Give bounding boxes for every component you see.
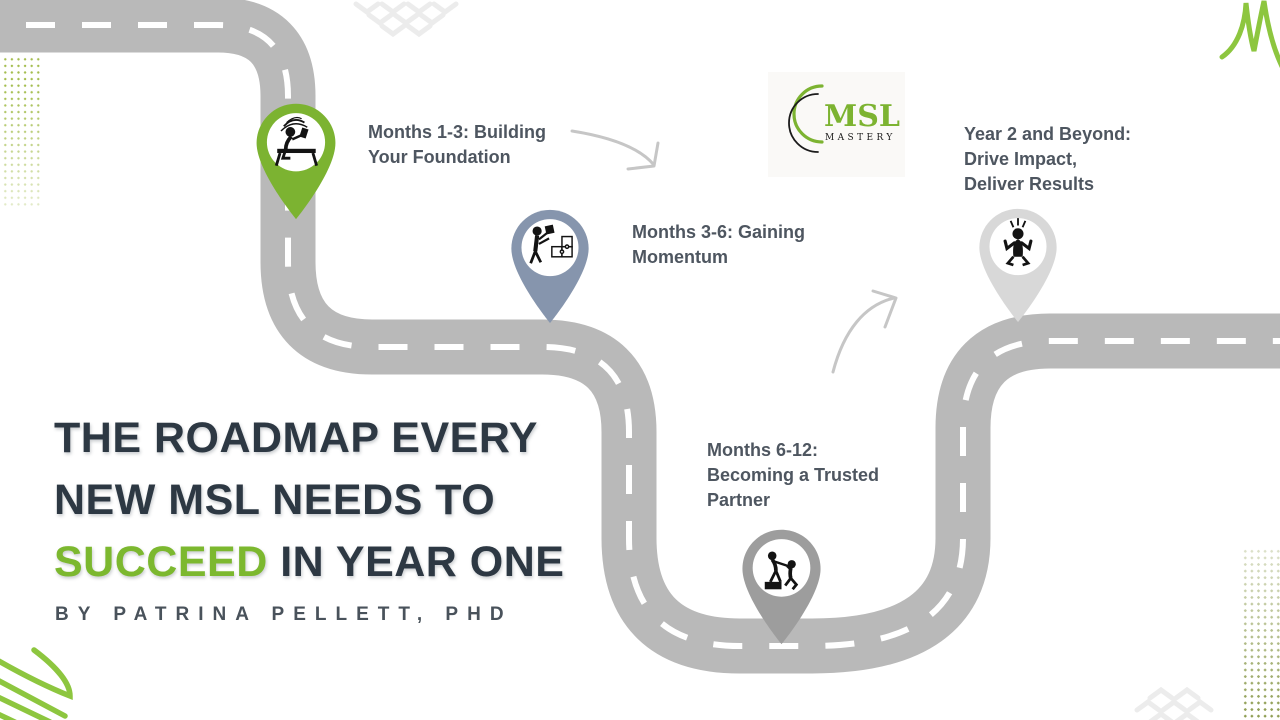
- page-title: THE ROADMAP EVERY NEW MSL NEEDS TO SUCCE…: [54, 407, 564, 593]
- milestone-pin-months-3-6: [504, 206, 596, 326]
- puzzle-icon: [529, 224, 573, 264]
- milestone-pin-year-2: [972, 205, 1064, 325]
- celebration-icon: [1003, 218, 1033, 267]
- milestone-pin-months-1-3: [249, 100, 343, 222]
- milestone-label-months-6-12: Months 6-12: Becoming a Trusted Partner: [707, 440, 880, 510]
- byline: BY PATRINA PELLETT, PHD: [55, 604, 513, 625]
- milestone-label-months-1-3: Months 1-3: Building Your Foundation: [368, 122, 546, 167]
- logo-arc-green: [792, 84, 824, 144]
- title-line-1: THE ROADMAP EVERY: [54, 414, 538, 462]
- title-line-3-rest: IN YEAR ONE: [280, 538, 565, 586]
- milestone-pin-months-6-12: [735, 526, 828, 647]
- road-center-line: [0, 22, 1280, 649]
- pin-inner-circle: [266, 113, 326, 172]
- helping-hand-icon: [764, 551, 799, 591]
- dot-grid-decoration-left: [2, 56, 41, 206]
- milestone-label-year-2: Year 2 and Beyond: Drive Impact, Deliver…: [964, 124, 1132, 194]
- logo-title: MSL: [824, 99, 900, 134]
- title-line-3: SUCCEED IN YEAR ONE: [54, 531, 564, 593]
- dot-grid-decoration-bottom-right: [1242, 548, 1280, 720]
- msl-mastery-logo: MSL MASTERY: [768, 72, 905, 177]
- logo-arc-black: [788, 93, 819, 153]
- milestone-label-months-3-6: Months 3-6: Gaining Momentum: [632, 222, 805, 267]
- title-accent-word: SUCCEED: [54, 538, 268, 586]
- title-line-2: NEW MSL NEEDS TO: [54, 476, 496, 524]
- logo-subtitle: MASTERY: [825, 133, 896, 143]
- studying-icon: [274, 116, 318, 167]
